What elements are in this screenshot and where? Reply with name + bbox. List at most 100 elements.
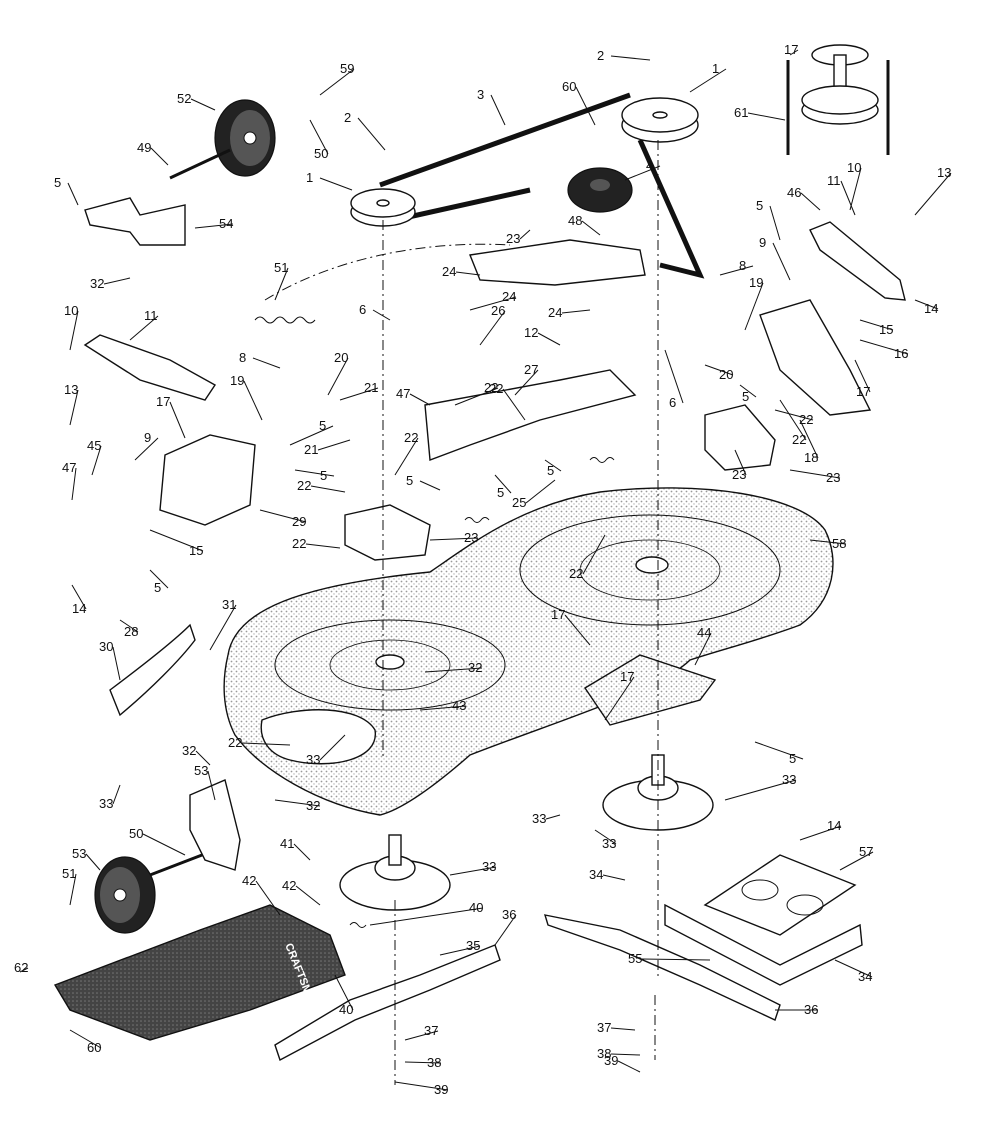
callout-leader-line (424, 667, 483, 673)
callout-leader-line (779, 399, 807, 441)
alignment-lines (264, 140, 659, 1085)
part-callout-number: 18 (804, 450, 818, 465)
part-callout-number: 22 (799, 412, 813, 427)
part-callout-number: 24 (442, 264, 456, 279)
callout-leader-line (429, 537, 479, 541)
part-callout-number: 15 (879, 322, 893, 337)
part-callout-number: 19 (749, 275, 763, 290)
callout-leader-line (69, 389, 79, 426)
callout-leader-line (274, 267, 289, 301)
callout-leader-line (69, 310, 79, 351)
blade-left (274, 944, 501, 1062)
callout-leader-line (744, 282, 764, 331)
part-callout-number: 23 (506, 231, 520, 246)
part-callout-number: 5 (319, 418, 326, 433)
callout-leader-line (719, 265, 754, 276)
callout-leader-line (69, 873, 77, 906)
callout-leader-line (800, 192, 821, 211)
part-callout-number: 36 (502, 907, 516, 922)
callout-leader-line (604, 676, 635, 721)
deck-pulley-left (350, 188, 416, 227)
part-callout-number: 9 (144, 430, 151, 445)
part-callout-number: 22 (489, 381, 503, 396)
callout-leader-line (834, 959, 873, 978)
part-callout-number: 32 (468, 660, 482, 675)
callout-leader-line (310, 485, 346, 493)
callout-leader-line (195, 750, 211, 766)
part-callout-number: 37 (597, 1020, 611, 1035)
part-callout-number: 55 (628, 951, 642, 966)
callout-leader-line (494, 474, 512, 494)
part-callout-number: 42 (242, 873, 256, 888)
callout-leader-line (69, 1029, 102, 1049)
gauge-wheel-bottom (94, 848, 216, 934)
part-callout-number: 40 (339, 1002, 353, 1017)
part-callout-number: 47 (62, 460, 76, 475)
callout-leader-line (502, 388, 526, 421)
callout-leader-line (119, 619, 139, 633)
callout-leader-line (112, 784, 121, 805)
part-callout-number: 60 (562, 79, 576, 94)
part-callout-number: 5 (154, 580, 161, 595)
part-callout-number: 33 (306, 752, 320, 767)
callout-leader-line (789, 469, 841, 479)
part-callout-number: 41 (280, 836, 294, 851)
lift-arm-right (809, 221, 906, 301)
callout-leader-line (207, 770, 216, 801)
callout-leader-line (209, 604, 237, 651)
part-callout-number: 23 (464, 530, 478, 545)
callout-leader-line (525, 479, 556, 504)
callout-leader-line (575, 86, 596, 126)
callout-leader-line (394, 437, 419, 476)
callout-leader-line (724, 779, 797, 801)
part-callout-number: 49 (137, 140, 151, 155)
part-callout-number: 31 (222, 597, 236, 612)
side-baffle (109, 623, 196, 717)
part-callout-number: 37 (424, 1023, 438, 1038)
mount-bracket-left (159, 434, 256, 526)
callout-leader-line (849, 167, 862, 211)
callout-leader-line (394, 1081, 449, 1091)
part-callout-number: 5 (789, 751, 796, 766)
front-hanger-bracket (424, 369, 637, 461)
part-callout-number: 45 (87, 438, 101, 453)
callout-leader-line (455, 271, 481, 276)
callout-leader-line (839, 851, 874, 871)
idler-pulley (567, 167, 633, 213)
callout-leader-line (789, 49, 799, 56)
part-callout-number: 36 (804, 1002, 818, 1017)
part-callout-number: 27 (524, 362, 538, 377)
callout-leader-line (319, 177, 353, 191)
part-callout-number: 8 (739, 258, 746, 273)
part-callout-number: 23 (826, 470, 840, 485)
callout-leader-line (610, 55, 651, 61)
callout-leader-line (617, 1060, 641, 1073)
part-callout-number: 40 (469, 900, 483, 915)
part-callout-number: 25 (512, 495, 526, 510)
callout-leader-line (241, 742, 291, 746)
part-callout-number: 51 (62, 866, 76, 881)
part-callout-number: 22 (404, 430, 418, 445)
part-callout-number: 32 (182, 743, 196, 758)
callout-leader-line (704, 364, 734, 376)
callout-leader-line (561, 309, 591, 314)
spindle-left (339, 834, 451, 911)
callout-leader-line (243, 380, 263, 421)
part-callout-number: 21 (304, 442, 318, 457)
part-callout-number: 16 (894, 346, 908, 361)
lift-arm-left (83, 334, 217, 401)
callout-leader-line (71, 584, 87, 610)
part-callout-number: 5 (756, 198, 763, 213)
callout-leader-line (334, 974, 354, 1011)
callout-leader-line (252, 357, 281, 369)
callout-leader-line (404, 1061, 442, 1064)
callout-leader-line (747, 112, 786, 121)
mounting-plate (664, 854, 863, 986)
part-callout-number: 3 (477, 87, 484, 102)
callout-leader-line (854, 359, 871, 393)
part-callout-number: 28 (124, 624, 138, 639)
belt-guard-left (344, 504, 431, 561)
part-callout-number: 47 (396, 386, 410, 401)
callout-leader-line (294, 469, 335, 477)
